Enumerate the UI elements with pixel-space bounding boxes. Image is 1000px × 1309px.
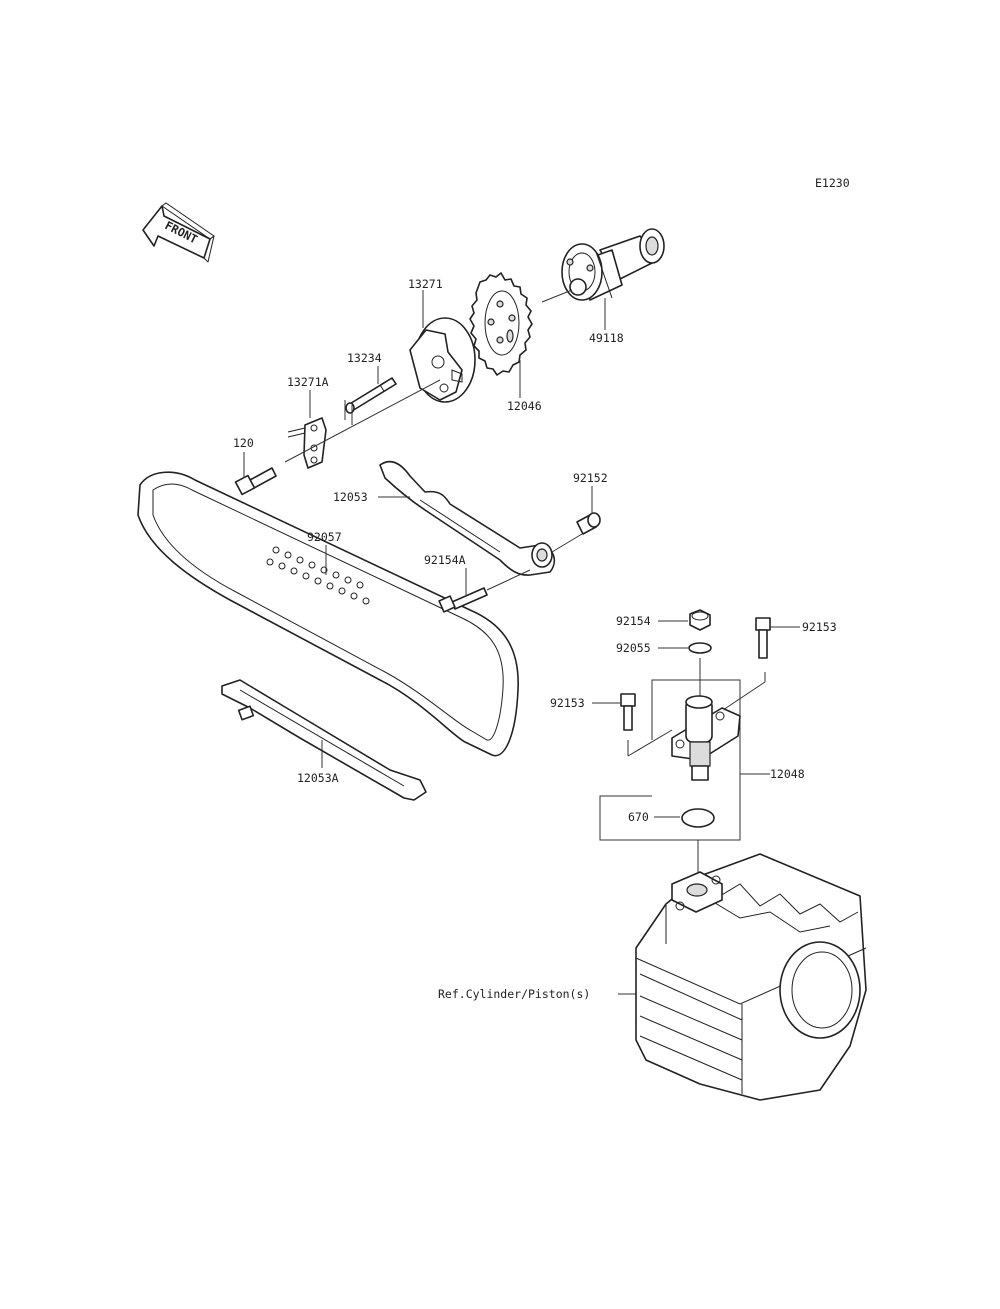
callout-92055: 92055 bbox=[616, 641, 651, 655]
o-ring-670 bbox=[681, 808, 715, 828]
decompressor-shaft bbox=[345, 377, 397, 414]
cap-bolt-92154 bbox=[689, 609, 711, 631]
callout-670: 670 bbox=[628, 810, 649, 824]
washer-92055 bbox=[688, 642, 712, 654]
callout-12053: 12053 bbox=[333, 490, 368, 504]
callout-92057: 92057 bbox=[307, 530, 342, 544]
callout-12053A: 12053A bbox=[297, 771, 339, 785]
callout-13271: 13271 bbox=[408, 277, 443, 291]
bolt-axis-line bbox=[486, 569, 531, 591]
assembly-axis-line bbox=[284, 379, 441, 463]
callout-92152: 92152 bbox=[573, 471, 608, 485]
callout-12046: 12046 bbox=[507, 399, 542, 413]
chain-tensioner-guide bbox=[379, 460, 556, 576]
decompressor-lever-plate bbox=[287, 417, 327, 469]
camshaft bbox=[561, 228, 665, 301]
callout-92154: 92154 bbox=[616, 614, 651, 628]
bolt-120 bbox=[234, 467, 277, 496]
callout-12048: 12048 bbox=[770, 767, 805, 781]
guide-pin-axis-line bbox=[551, 533, 583, 553]
chain-guide-lower bbox=[221, 679, 427, 801]
callout-92153-left: 92153 bbox=[550, 696, 585, 710]
chain-links bbox=[266, 546, 370, 605]
cam-chain-tensioner bbox=[671, 695, 741, 781]
bolt-link-right bbox=[719, 681, 766, 713]
callout-49118: 49118 bbox=[589, 331, 624, 345]
camshaft-axis-line bbox=[541, 289, 573, 303]
callout-120: 120 bbox=[233, 436, 254, 450]
bolt-92153-right bbox=[755, 617, 771, 659]
bolt-92153-left bbox=[620, 693, 636, 731]
callout-ref-cylinder: Ref.Cylinder/Piston(s) bbox=[438, 987, 590, 1001]
bolt-link-left bbox=[627, 729, 673, 757]
callout-92153-right: 92153 bbox=[802, 620, 837, 634]
decompressor-plate bbox=[409, 317, 476, 403]
assembly-bracket bbox=[599, 679, 741, 841]
callout-92154A: 92154A bbox=[424, 553, 466, 567]
cylinder-block bbox=[635, 853, 867, 1101]
cam-chain bbox=[137, 471, 519, 757]
callout-13271A: 13271A bbox=[287, 375, 329, 389]
bolt-92154A bbox=[438, 587, 488, 613]
front-arrow-icon: FRONT bbox=[142, 202, 215, 263]
diagram-code: E1230 bbox=[815, 176, 850, 190]
guide-pin bbox=[576, 512, 601, 535]
cam-sprocket bbox=[469, 272, 533, 376]
callout-13234: 13234 bbox=[347, 351, 382, 365]
